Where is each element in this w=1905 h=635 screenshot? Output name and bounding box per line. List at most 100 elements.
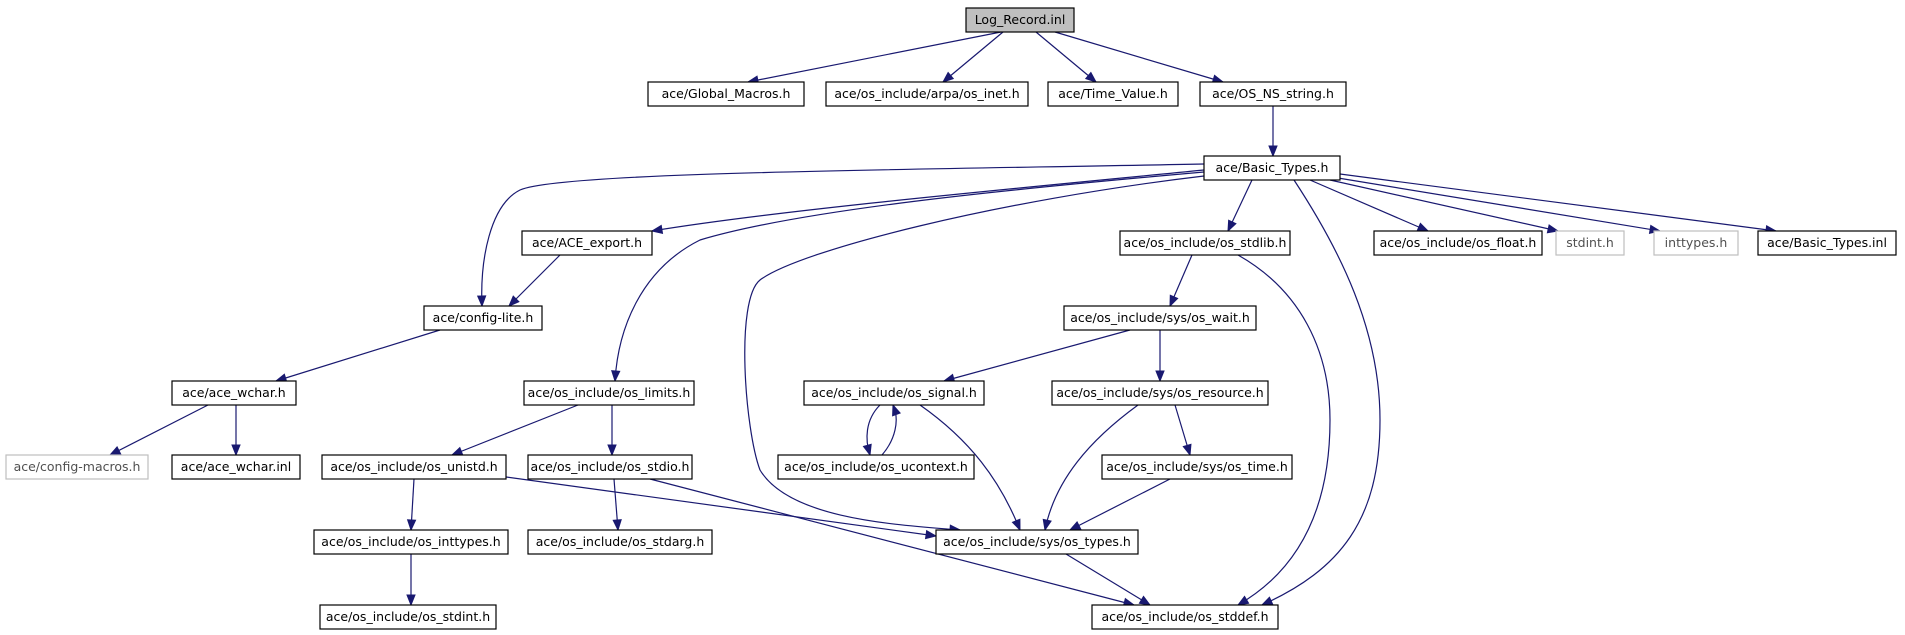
node-config-macros-label: ace/config-macros.h [14, 459, 141, 474]
edge-basic-types-to-os-stddef [1261, 179, 1381, 606]
edge-os-signal-to-os-types [919, 404, 1021, 531]
node-os-stdint-label: ace/os_include/os_stdint.h [326, 609, 490, 624]
node-global-macros[interactable]: ace/Global_Macros.h [647, 81, 805, 107]
node-global-macros-label: ace/Global_Macros.h [662, 86, 791, 101]
edge-os-resource-to-os-types [1044, 404, 1139, 531]
arrowhead-basic-types-to-ace-export [650, 224, 664, 234]
node-basic-types-inl-label: ace/Basic_Types.inl [1767, 235, 1887, 250]
node-os-time-label: ace/os_include/sys/os_time.h [1106, 459, 1288, 474]
edge-log-record-to-os-inet [942, 31, 1004, 83]
edge-os-limits-to-os-unistd [451, 404, 579, 456]
node-ace-wchar-label: ace/ace_wchar.h [182, 385, 285, 400]
node-os-unistd[interactable]: ace/os_include/os_unistd.h [321, 454, 507, 480]
arrowhead-os-stdio-to-os-stdarg [612, 519, 622, 532]
node-basic-types-inl[interactable]: ace/Basic_Types.inl [1757, 230, 1897, 256]
node-os-time[interactable]: ace/os_include/sys/os_time.h [1101, 454, 1293, 480]
node-os-stdint[interactable]: ace/os_include/os_stdint.h [319, 604, 497, 630]
node-os-stdio-label: ace/os_include/os_stdio.h [531, 459, 690, 474]
arrowhead-os-stdlib-to-os-wait [1169, 294, 1179, 308]
arrowhead-basic-types-to-config-lite [476, 295, 487, 308]
edge-basic-types-to-os-float [1309, 179, 1429, 232]
arrowhead-os-signal-to-os-ucontext [862, 443, 872, 457]
arrowhead-os-unistd-to-os-inttypes [406, 519, 417, 532]
node-os-stddef[interactable]: ace/os_include/os_stddef.h [1091, 604, 1279, 630]
edge-basic-types-to-os-limits [614, 171, 1205, 382]
node-time-value-label: ace/Time_Value.h [1058, 86, 1168, 101]
edge-ace-export-to-config-lite [508, 254, 561, 307]
edge-os-stdio-to-os-stddef [649, 478, 1135, 606]
node-os-stdlib[interactable]: ace/os_include/os_stdlib.h [1119, 230, 1291, 256]
node-ace-wchar-inl[interactable]: ace/ace_wchar.inl [171, 454, 301, 480]
arrowhead-os-limits-to-os-stdio [607, 444, 617, 457]
node-os-resource[interactable]: ace/os_include/sys/os_resource.h [1051, 380, 1269, 406]
node-os-ns-string-label: ace/OS_NS_string.h [1212, 86, 1334, 101]
arrowhead-log-record-to-os-inet [941, 71, 955, 83]
edge-basic-types-to-config-lite [481, 163, 1205, 307]
edge-basic-types-to-os-types [744, 175, 1205, 531]
node-config-lite[interactable]: ace/config-lite.h [423, 305, 543, 331]
node-os-resource-label: ace/os_include/sys/os_resource.h [1056, 385, 1263, 400]
node-os-limits[interactable]: ace/os_include/os_limits.h [523, 380, 695, 406]
arrowhead-os-time-to-os-types [1068, 521, 1082, 531]
arrowhead-basic-types-to-stdint [1546, 224, 1560, 234]
arrowhead-ace-export-to-config-lite [508, 295, 520, 307]
node-os-wait-label: ace/os_include/sys/os_wait.h [1070, 310, 1250, 325]
node-os-signal[interactable]: ace/os_include/os_signal.h [803, 380, 985, 406]
node-ace-export[interactable]: ace/ACE_export.h [521, 230, 653, 256]
arrowhead-os-types-to-os-stddef [1138, 595, 1152, 606]
node-os-wait[interactable]: ace/os_include/sys/os_wait.h [1063, 305, 1257, 331]
node-os-stdio[interactable]: ace/os_include/os_stdio.h [527, 454, 693, 480]
arrowhead-os-resource-to-os-time [1182, 443, 1192, 457]
node-os-unistd-label: ace/os_include/os_unistd.h [330, 459, 497, 474]
arrowhead-ace-wchar-to-ace-wchar-inl [231, 444, 241, 457]
edge-log-record-to-global-macros [747, 31, 1002, 83]
arrowhead-os-stdlib-to-os-stddef [1236, 595, 1250, 606]
node-os-signal-label: ace/os_include/os_signal.h [811, 385, 977, 400]
node-os-inttypes-label: ace/os_include/os_inttypes.h [321, 534, 500, 549]
node-os-inet[interactable]: ace/os_include/arpa/os_inet.h [825, 81, 1029, 107]
node-os-inttypes[interactable]: ace/os_include/os_inttypes.h [313, 529, 509, 555]
node-basic-types-label: ace/Basic_Types.h [1216, 160, 1329, 175]
edge-log-record-to-time-value [1035, 31, 1097, 83]
arrowhead-os-inttypes-to-os-stdint [406, 594, 416, 607]
arrowhead-os-unistd-to-os-types [924, 529, 938, 540]
node-os-limits-label: ace/os_include/os_limits.h [528, 385, 691, 400]
edge-basic-types-to-stdint [1329, 179, 1559, 232]
edge-log-record-to-os-ns-string [1054, 31, 1224, 83]
node-os-stdarg-label: ace/os_include/os_stdarg.h [536, 534, 705, 549]
edge-basic-types-to-inttypes [1337, 177, 1661, 232]
node-os-float[interactable]: ace/os_include/os_float.h [1373, 230, 1543, 256]
node-inttypes[interactable]: inttypes.h [1653, 230, 1739, 256]
node-os-types[interactable]: ace/os_include/sys/os_types.h [935, 529, 1139, 555]
node-os-inet-label: ace/os_include/arpa/os_inet.h [834, 86, 1019, 101]
arrowhead-os-limits-to-os-unistd [450, 446, 464, 456]
node-config-macros[interactable]: ace/config-macros.h [5, 454, 149, 480]
edge-os-unistd-to-os-types [505, 476, 937, 537]
edge-basic-types-to-basic-types-inl [1339, 173, 1777, 232]
arrowhead-ace-wchar-to-config-macros [108, 446, 122, 456]
edge-ace-wchar-to-config-macros [109, 404, 209, 456]
node-os-stdarg[interactable]: ace/os_include/os_stdarg.h [527, 529, 713, 555]
arrowhead-basic-types-to-os-limits [611, 370, 621, 383]
node-time-value[interactable]: ace/Time_Value.h [1047, 81, 1179, 107]
node-ace-wchar[interactable]: ace/ace_wchar.h [171, 380, 297, 406]
arrowhead-os-signal-to-os-types [1011, 518, 1021, 532]
node-basic-types[interactable]: ace/Basic_Types.h [1203, 155, 1341, 181]
node-ace-wchar-inl-label: ace/ace_wchar.inl [181, 459, 291, 474]
node-os-ucontext[interactable]: ace/os_include/os_ucontext.h [777, 454, 975, 480]
node-log-record-label: Log_Record.inl [975, 12, 1066, 27]
node-stdint[interactable]: stdint.h [1555, 230, 1625, 256]
file-nodes: Log_Record.inl ace/Global_Macros.h ace/o… [5, 7, 1897, 630]
node-os-float-label: ace/os_include/os_float.h [1380, 235, 1537, 250]
node-stdint-label: stdint.h [1566, 235, 1614, 250]
dependency-edges [108, 31, 1778, 607]
edge-config-lite-to-ace-wchar [275, 329, 441, 382]
arrowhead-basic-types-to-os-float [1416, 222, 1430, 232]
node-os-stddef-label: ace/os_include/os_stddef.h [1101, 609, 1268, 624]
arrowhead-basic-types-to-os-stdlib [1227, 219, 1237, 233]
edge-os-types-to-os-stddef [1065, 553, 1151, 606]
node-os-ucontext-label: ace/os_include/os_ucontext.h [784, 459, 968, 474]
node-log-record[interactable]: Log_Record.inl [965, 7, 1075, 33]
node-os-ns-string[interactable]: ace/OS_NS_string.h [1199, 81, 1347, 107]
edge-os-time-to-os-types [1069, 478, 1171, 531]
